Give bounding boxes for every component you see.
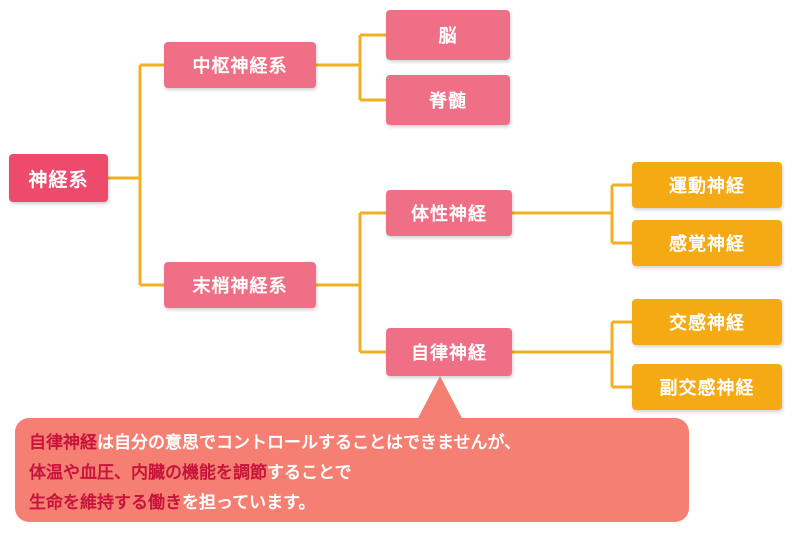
note-text-2: することで: [267, 463, 352, 483]
connector-autonomic: [512, 320, 632, 389]
node-spinal-cord: 脊髄: [386, 75, 510, 125]
connector-somatic: [512, 183, 632, 245]
node-sensory-nerve: 感覚神経: [632, 220, 782, 266]
node-sympathetic-nerve: 交感神経: [632, 299, 782, 345]
note-text-1: は自分の意思でコントロールすることはできませんが、: [97, 433, 522, 453]
autonomic-note-callout: 自律神経は自分の意思でコントロールすることはできませんが、 体温や血圧、内臓の機…: [15, 418, 689, 522]
connector-root: [108, 63, 164, 287]
connector-central: [316, 33, 386, 102]
node-motor-nerve: 運動神経: [632, 162, 782, 208]
callout-pointer: [416, 376, 464, 422]
note-emphasis-life: 生命を維持する働き: [29, 493, 182, 513]
note-line-3: 生命を維持する働きを担っています。: [29, 488, 675, 518]
node-parasympathetic-nerve: 副交感神経: [632, 364, 782, 410]
note-line-1: 自律神経は自分の意思でコントロールすることはできませんが、: [29, 428, 675, 458]
note-emphasis-autonomic: 自律神経: [29, 433, 97, 453]
connector-peripheral: [316, 211, 386, 354]
note-text-3: を担っています。: [182, 493, 316, 513]
note-emphasis-body-temp: 体温や血圧、内臓の機能を: [29, 463, 233, 483]
note-line-2: 体温や血圧、内臓の機能を調節することで: [29, 458, 675, 488]
node-central-nervous-system: 中枢神経系: [164, 42, 316, 88]
node-autonomic-nerve: 自律神経: [386, 328, 512, 376]
node-peripheral-nervous-system: 末梢神経系: [164, 262, 316, 308]
node-nervous-system: 神経系: [9, 154, 108, 202]
node-somatic-nerve: 体性神経: [386, 190, 512, 236]
note-emphasis-regulate: 調節: [233, 463, 267, 483]
node-brain: 脳: [386, 10, 510, 60]
